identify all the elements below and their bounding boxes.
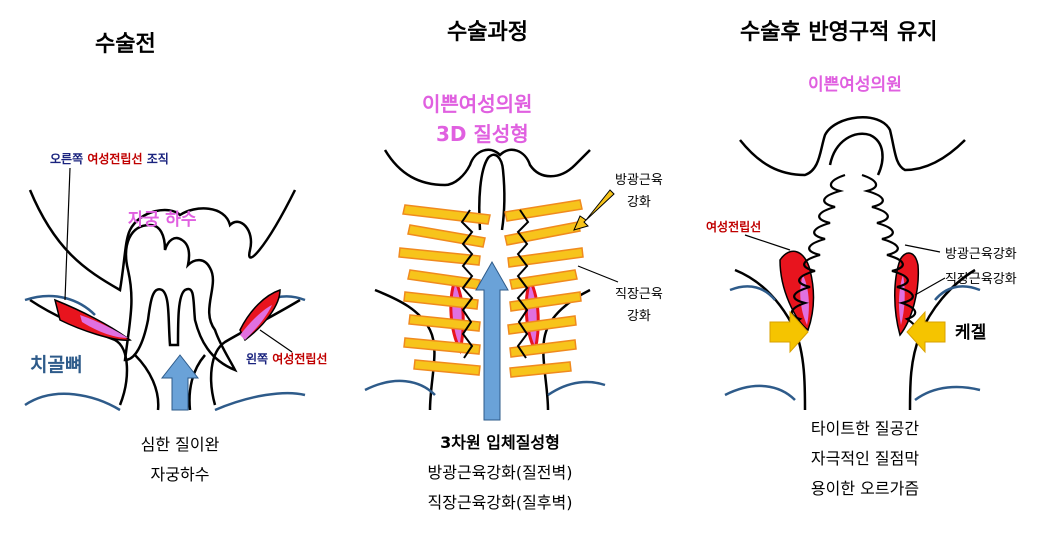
- bone-left-2: [364, 379, 436, 396]
- bone-upper-right-3: [934, 285, 981, 301]
- brand-line-1: 이쁜여성의원: [422, 92, 533, 116]
- muscle-strips-right: [504, 199, 584, 378]
- left-prostate-label-name: 여성전립선: [272, 352, 328, 366]
- pubic-bone: [24, 392, 121, 412]
- brand-3: 이쁜여성의원: [808, 75, 902, 95]
- tight-canal-left: [787, 173, 846, 340]
- rectal-pointer-3: [914, 277, 946, 296]
- rectal-label-2: 직장근육 강화: [615, 284, 663, 328]
- canal-left-wall: [29, 298, 129, 406]
- panel-after-drawing: [724, 116, 981, 411]
- tissue-pointer: [64, 167, 71, 301]
- bladder-label-3: 방광근육강화: [945, 247, 1017, 262]
- bone-right-3: [914, 385, 981, 402]
- prostate-pointer-3: [744, 234, 791, 251]
- left-prostate-pink: [240, 305, 272, 340]
- bone-right-2: [547, 380, 606, 397]
- prostate-pink-right: [524, 275, 540, 355]
- panel3-caption-3: 용이한 오르가즘: [810, 479, 920, 498]
- kegel-arrow-left: [769, 310, 809, 354]
- up-arrow: [160, 354, 200, 411]
- tight-canal-right: [861, 173, 920, 340]
- panel2-caption-3: 직장근육강화(질후벽): [427, 493, 573, 512]
- canal-left-2: [374, 288, 436, 411]
- canal-inner-left: [134, 354, 160, 411]
- pubic-bone-right: [214, 391, 306, 412]
- rectal-label-2-line2: 강화: [626, 309, 651, 324]
- right-prostate-label: 오른쪽 여성전립선 조직: [50, 150, 169, 167]
- panel2-caption-1: 3차원 입체질성형: [440, 433, 560, 452]
- uterus-label: 자궁 하수: [128, 210, 197, 230]
- panel3-caption-2: 자극적인 질점막: [810, 449, 920, 468]
- up-arrow-2: [475, 260, 509, 421]
- panel2-captions: 3차원 입체질성형 방광근육강화(질전벽) 직장근육강화(질후벽): [400, 428, 600, 518]
- rectal-pointer: [577, 265, 619, 283]
- panel1-captions: 심한 질이완 자궁하수: [105, 430, 255, 490]
- pelvic-outline-2: [383, 148, 591, 187]
- panel1-title: 수술전: [95, 32, 156, 57]
- rectal-label-3: 직장근육강화: [945, 272, 1017, 287]
- right-prostate-label-name: 여성전립선: [87, 152, 143, 166]
- bone-upper-left-3: [729, 285, 776, 301]
- bladder-pointer: [573, 189, 615, 231]
- bladder-pointer-3: [904, 244, 941, 253]
- prostate-pink-left: [449, 276, 465, 355]
- rectal-label-2-line1: 직장근육: [615, 287, 663, 302]
- prostate-label-3: 여성전립선: [706, 220, 762, 234]
- left-prostate-label-prefix: 왼쪽: [246, 352, 273, 366]
- bone-label: 치골뼈: [30, 354, 83, 376]
- right-prostate-label-prefix: 오른쪽: [50, 152, 88, 166]
- right-prostate-pink: [80, 315, 128, 338]
- canal-right-wall: [209, 298, 301, 406]
- bladder-label-2: 방광근육 강화: [615, 170, 663, 214]
- panel3-caption-1: 타이트한 질공간: [810, 419, 920, 438]
- bladder-label-2-line1: 방광근육: [615, 173, 663, 188]
- panel3-title: 수술후 반영구적 유지: [740, 20, 938, 45]
- kegel-arrow-right: [906, 310, 946, 354]
- inner-zigzag-right: [516, 209, 530, 359]
- bladder-label-2-line2: 강화: [626, 195, 651, 210]
- bone-left-3: [724, 384, 796, 401]
- left-pointer: [259, 329, 293, 353]
- pelvic-outline: [28, 189, 297, 292]
- panel1-caption-1: 심한 질이완: [140, 435, 220, 454]
- left-prostate-label: 왼쪽 여성전립선: [246, 350, 327, 367]
- pelvic-outline-3: [739, 116, 966, 177]
- panel2-caption-2: 방광근육강화(질전벽): [427, 463, 573, 482]
- panel1-caption-2: 자궁하수: [150, 465, 210, 484]
- panel-during-drawing: [364, 148, 619, 421]
- central-column: [478, 153, 506, 231]
- uterus: [123, 223, 238, 373]
- kegel-label: 케겔: [955, 323, 987, 343]
- inner-zigzag-left: [460, 209, 474, 359]
- canal-inner-right: [188, 354, 206, 411]
- brand-line-2: 3D 질성형: [436, 122, 529, 146]
- panel-before-drawing: [24, 167, 306, 412]
- panel2-title: 수술과정: [447, 20, 528, 45]
- panel3-captions: 타이트한 질공간 자극적인 질점막 용이한 오르가즘: [785, 414, 945, 504]
- upper-loop: [828, 132, 884, 176]
- right-prostate-label-suffix: 조직: [142, 152, 169, 166]
